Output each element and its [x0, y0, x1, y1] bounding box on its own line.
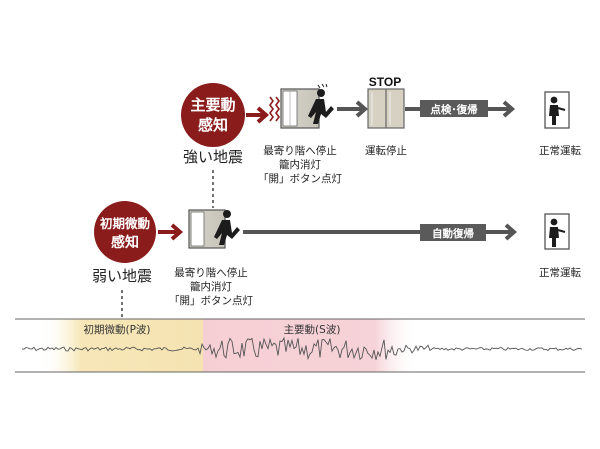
p-wave-band	[40, 319, 203, 372]
p-wave-label: 初期微動(P波)	[83, 323, 150, 336]
main-motion-sensor-line2: 感知	[198, 116, 228, 134]
stop-sign-label: STOP	[369, 75, 401, 89]
strong-step2-caption: 運転停止	[365, 144, 407, 157]
red-arrow-icon	[246, 106, 270, 124]
weak-step1-caption-line2: 籠内消灯	[190, 280, 232, 293]
shaking-lines-icon	[269, 96, 280, 122]
initial-motion-sensor-line1: 初期微動	[100, 216, 150, 231]
gray-arrow-icon	[337, 100, 369, 118]
main-motion-sensor-badge	[181, 83, 245, 147]
strong-step1-caption-line2: 籠内消灯	[279, 158, 321, 171]
open-door-person-icon	[544, 91, 570, 129]
person-exiting-icon	[308, 83, 334, 124]
weak-step1-caption-line1: 最寄り階へ停止	[174, 266, 248, 279]
inspection-tag	[420, 100, 488, 117]
closed-doors-icon	[367, 88, 405, 129]
weak-quake-row: 初期微動 感知 自動復帰 弱い地震 最寄り階へ停止 籠内消灯 「	[92, 201, 581, 307]
initial-motion-sensor-line2: 感知	[111, 234, 139, 251]
auto-recovery-tag-label: 自動復帰	[432, 227, 474, 240]
red-arrow-icon	[158, 223, 184, 241]
inspection-tag-label: 点検･復帰	[430, 103, 478, 116]
open-door-person-icon	[544, 213, 570, 250]
strong-step1-caption-line3: 「開」ボタン点灯	[258, 173, 342, 185]
strong-quake-label: 強い地震	[183, 148, 243, 166]
weak-step1-caption-line3: 「開」ボタン点灯	[169, 295, 253, 307]
weak-quake-label: 弱い地震	[92, 267, 152, 285]
waveform-strip: 初期微動(P波) 主要動(S波)	[15, 318, 585, 373]
s-wave-label: 主要動(S波)	[284, 323, 341, 336]
shaking-elevator-icon	[280, 88, 320, 129]
weak-result-caption: 正常運転	[539, 266, 581, 279]
main-motion-sensor-line1: 主要動	[190, 96, 235, 114]
seismograph-trace	[21, 336, 583, 361]
initial-motion-sensor-badge	[94, 201, 156, 263]
auto-recovery-tag	[420, 224, 486, 241]
person-exiting-icon	[214, 210, 240, 245]
strong-quake-row: 主要動 感知 STOP	[181, 75, 581, 185]
strong-result-caption: 正常運転	[539, 144, 581, 157]
strong-step1-caption-line1: 最寄り階へ停止	[263, 144, 337, 157]
